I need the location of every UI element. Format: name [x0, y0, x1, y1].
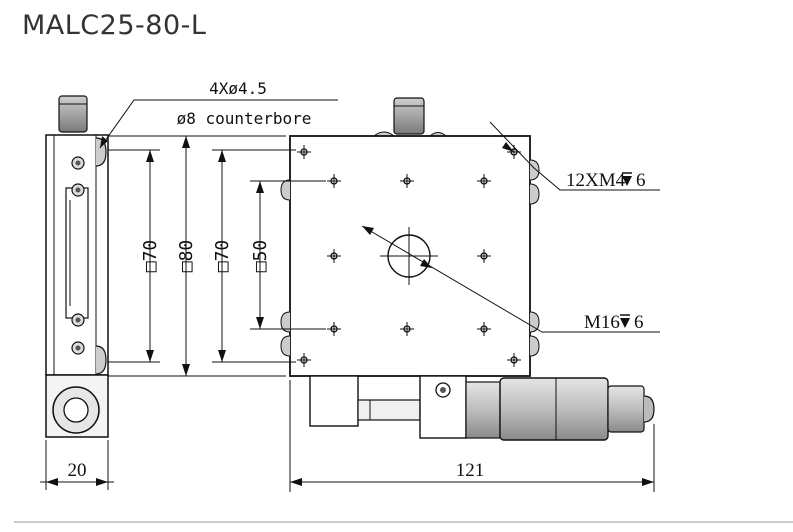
depth-symbol-icon [620, 314, 630, 328]
note-counterbore: ø8 counterbore [177, 109, 312, 128]
dim-width-side: 20 [68, 460, 87, 481]
note-center-thread: M16 [584, 312, 620, 333]
depth-symbol-icon [622, 172, 632, 186]
dim-inner-70: □70 [212, 240, 233, 273]
dim-side-70: □70 [140, 240, 161, 273]
dim-inner-50: □50 [250, 240, 271, 273]
side-view [45, 95, 109, 438]
page-title: MALC25-80-L [22, 10, 207, 41]
note-tapped-holes: 12XM4 [566, 170, 626, 191]
arrowheads [46, 136, 654, 486]
note-hole-count: 4Xø4.5 [209, 79, 267, 98]
svg-text:12XM4: 12XM4 [566, 170, 626, 191]
note-tapped-depth: 6 [636, 170, 646, 191]
top-view [280, 97, 655, 441]
dim-side-80: □80 [176, 240, 197, 273]
side-top-knob [58, 95, 88, 133]
note-center-depth: 6 [634, 312, 644, 333]
dim-width-total: 121 [456, 460, 485, 481]
dimension-lines [40, 99, 660, 492]
micrometer-thimble [499, 377, 609, 441]
micrometer-base [309, 375, 359, 427]
